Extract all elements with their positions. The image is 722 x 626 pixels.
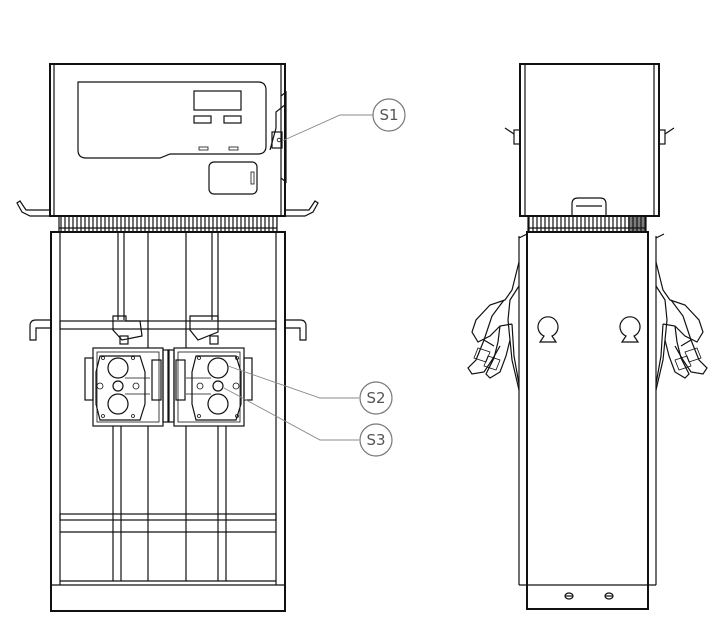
front-view [16, 63, 319, 612]
callout-s1: S1 [281, 98, 406, 142]
side-hook-right [285, 319, 307, 341]
nozzle-hook-right [285, 200, 319, 217]
side-panel-bump [280, 90, 287, 184]
nozzle-left [467, 261, 520, 391]
side-handle [571, 197, 607, 216]
side-head-cabinet [504, 63, 675, 217]
side-view [467, 63, 708, 610]
callout-s2: S2 [227, 365, 393, 415]
keyhole-left [537, 316, 559, 343]
front-head-cabinet [16, 63, 319, 217]
valve-left [112, 315, 143, 345]
side-vent-grille [527, 215, 647, 233]
display-button-right [223, 115, 242, 124]
digital-display [193, 90, 242, 111]
callout-s2-label: S2 [366, 389, 385, 407]
front-vent-grille [58, 215, 278, 233]
valve-right [189, 315, 219, 345]
callout-s3: S3 [223, 387, 393, 457]
callout-s3-label: S3 [366, 431, 385, 449]
pipes [112, 232, 227, 581]
pump-meter-right [167, 347, 253, 427]
s1-component [271, 131, 283, 149]
pump-meter-left [84, 347, 170, 427]
display-button-left [193, 115, 212, 124]
nozzle-hook-left [16, 200, 50, 217]
keyhole-right [619, 316, 641, 343]
nozzle-right [655, 261, 708, 391]
callout-s1-label: S1 [379, 106, 398, 124]
display-window [77, 81, 267, 159]
side-hook-left [29, 319, 51, 341]
side-lower-cabinet [518, 231, 665, 610]
card-reader [208, 161, 258, 195]
front-lower-cabinet [29, 231, 307, 612]
